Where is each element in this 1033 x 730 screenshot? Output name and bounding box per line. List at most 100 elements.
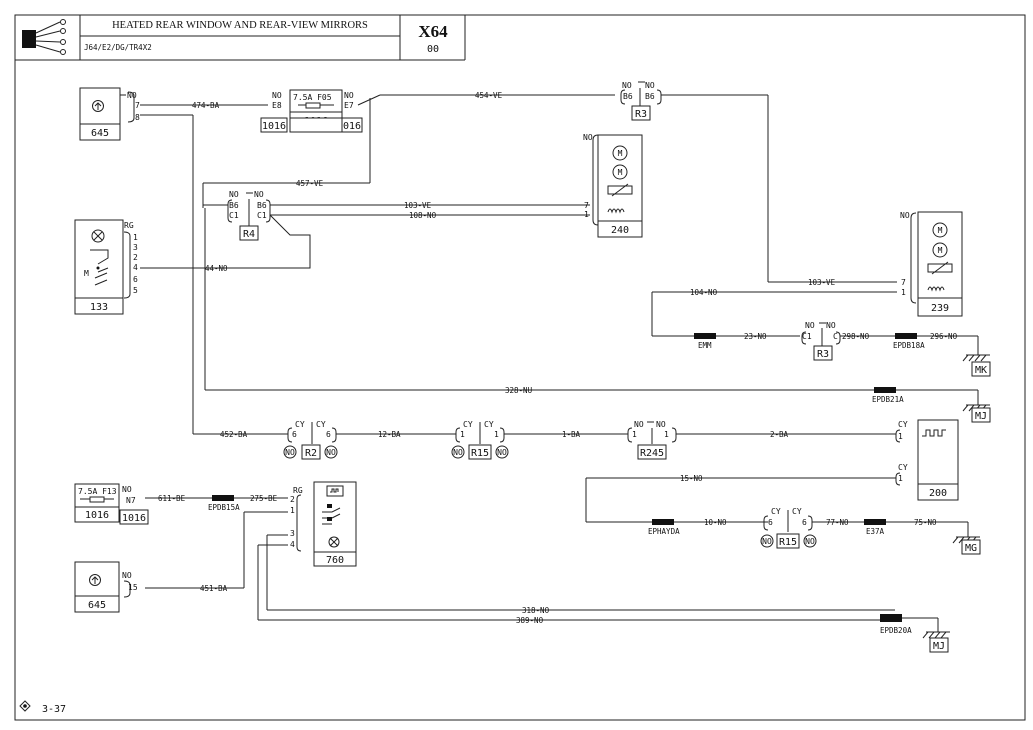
svg-text:3: 3 [133,243,138,252]
color-code: CY [771,507,781,516]
page-subtitle: J64/E2/DG/TR4X2 [84,43,152,52]
doc-revision: 00 [427,44,439,55]
color-code: CY [898,420,908,429]
color-code: NO [900,211,910,220]
svg-text:6: 6 [292,430,297,439]
svg-text:M: M [938,246,943,255]
color-code: CY [463,420,473,429]
svg-text:C1: C1 [802,332,812,341]
component-760-id: 760 [326,555,344,566]
svg-text:M: M [938,226,943,235]
svg-text:1: 1 [901,288,906,297]
wire-75-label: 75-NO [914,518,937,527]
wire-2-label: 2-BA [770,430,789,439]
ground-mg-label: MG [965,543,977,554]
ground-mj-top-label: MJ [975,411,987,422]
color-code: NO [272,91,282,100]
component-240-id: 240 [611,225,629,236]
svg-text:7: 7 [901,278,906,287]
svg-text:1: 1 [494,430,499,439]
svg-text:C: C [833,332,838,341]
fuse-f13-block: 7.5A F13 1016 NO N7 1016 [74,483,149,525]
connector-r245: NO NO 1 1 R245 [627,420,677,460]
wire-318-label: 318-NO [522,606,550,615]
connector-r4: NO NO B6 B6 C1 C1 R4 [227,190,271,241]
component-239: NO M M 239 7 1 [900,211,963,317]
svg-text:C1: C1 [257,211,267,220]
svg-text:1: 1 [133,233,138,242]
svg-text:N7: N7 [126,496,136,505]
color-code: NO [285,448,295,457]
color-code: NO [762,537,772,546]
component-1016-d: 1016 [85,510,109,521]
wire-296-label: 296-NO [930,332,958,341]
svg-text:E8: E8 [272,101,282,110]
title-block: HEATED REAR WINDOW AND REAR-VIEW MIRRORS… [15,15,466,61]
svg-text:B6: B6 [623,92,633,101]
component-645-top: 645 NO 7 8 [79,87,140,141]
svg-text:6: 6 [326,430,331,439]
component-1016-a: 1016 [262,121,286,132]
connector-r15-middle-label: R15 [471,448,489,459]
svg-text:6: 6 [133,275,138,284]
ground-mg: MG [952,522,981,555]
splice-epdb18a [895,333,917,339]
connector-r3-top-label: R3 [635,109,647,120]
fuse-f05-label: 7.5A F05 [293,93,332,102]
component-645-bottom-id: 645 [88,600,106,611]
svg-text:8: 8 [135,113,140,122]
wire-12-label: 12-BA [378,430,401,439]
splice-epdb15a-label: EPDB15A [208,503,240,512]
splice-ephayda [652,519,674,525]
connector-r2: CY CY 6 6 NO R2 NO [283,420,338,460]
connector-r245-label: R245 [640,448,664,459]
splice-e37a-label: E37A [866,527,885,536]
connector-r3-bottom-label: R3 [817,349,829,360]
color-code: NO [229,190,239,199]
svg-text:2: 2 [290,495,295,504]
wire-457-label: 457-VE [296,179,324,188]
svg-text:M: M [618,149,623,158]
color-code: CY [898,463,908,472]
svg-text:7: 7 [135,101,140,110]
wire-104-label: 104-NO [690,288,718,297]
component-645-bottom: 645 NO 15 [74,561,138,613]
footer: 3-37 [19,700,66,715]
component-239-id: 239 [931,303,949,314]
svg-text:B6: B6 [229,201,239,210]
ground-mj-top: MJ [962,390,991,423]
connector-r15-bottom-label: R15 [779,537,797,548]
svg-text:B6: B6 [645,92,655,101]
color-code: NO [344,91,354,100]
svg-text:1: 1 [632,430,637,439]
svg-text:1: 1 [460,430,465,439]
wire-454-label: 454-VE [475,91,503,100]
color-code: NO [656,420,666,429]
splice-emm [694,333,716,339]
splice-ephayda-label: EPHAYDA [648,527,680,536]
page-border [14,14,1026,721]
svg-text:2: 2 [133,253,138,262]
component-200-id: 200 [929,488,947,499]
wire-1-label: 1-BA [562,430,581,439]
component-133: M 133 RG 1 3 2 4 6 5 [74,219,138,315]
wire-474-label: 474-BA [192,101,220,110]
color-code: NO [254,190,264,199]
wire-10-label: 10-NO [704,518,727,527]
wire-275-label: 275-BE [250,494,278,503]
svg-text:1: 1 [290,506,295,515]
svg-text:7: 7 [584,201,589,210]
connector-r2-label: R2 [305,448,317,459]
wire-103a-label: 103-VE [404,201,432,210]
fuse-f13-label: 7.5A F13 [78,487,117,496]
splice-epdb18a-label: EPDB18A [893,341,925,350]
color-code: NO [805,537,815,546]
color-code: NO [826,321,836,330]
svg-text:6: 6 [802,518,807,527]
splice-epdb20a [880,614,902,622]
wire-298-label: 298-NO [842,332,870,341]
component-240: NO M M 240 7 1 [583,133,643,238]
svg-text:15: 15 [128,583,138,592]
splice-epdb21a-label: EPDB21A [872,395,904,404]
